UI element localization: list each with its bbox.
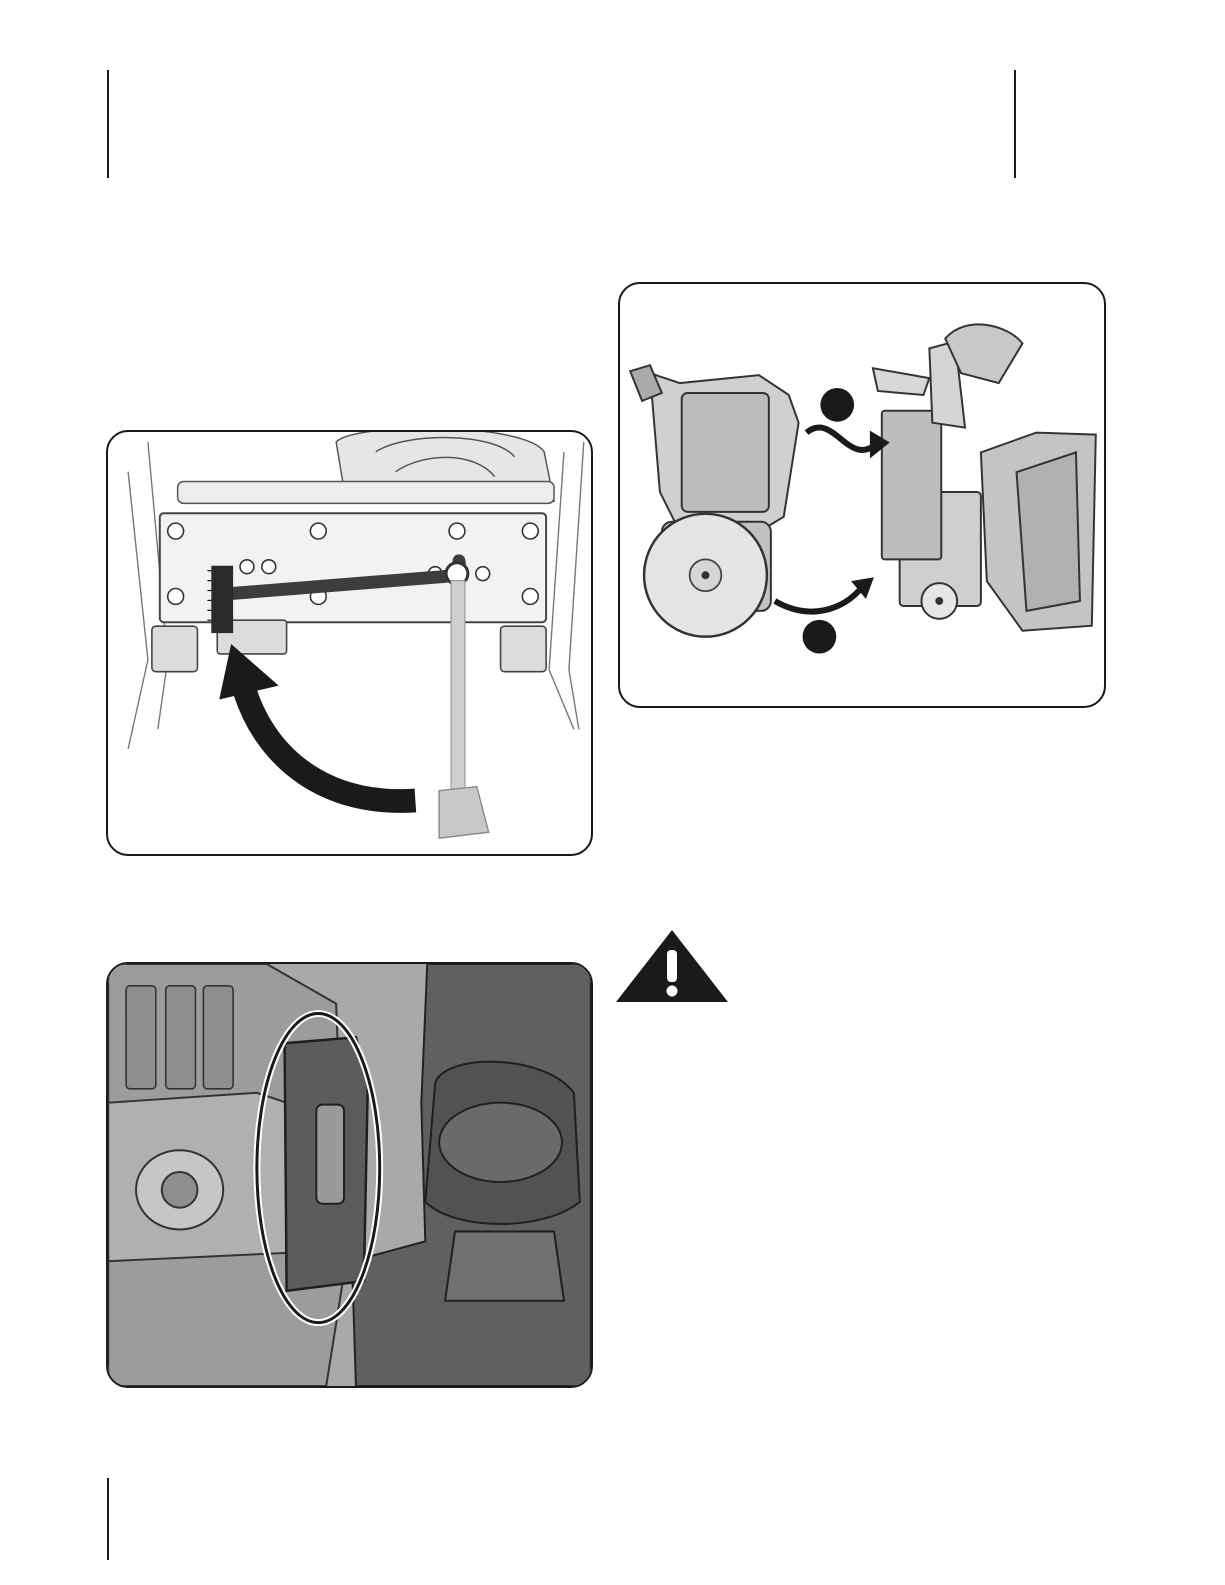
brush-icon: [211, 566, 233, 633]
arrow-icon: [807, 427, 876, 450]
arrow-icon: [775, 586, 863, 611]
chute-rod-figure: [106, 430, 593, 856]
chute-rod-illustration: [108, 432, 591, 854]
crop-rule-bottom-left: [107, 1478, 109, 1560]
arrow-icon: [245, 692, 415, 801]
numbered-callout-icon: [820, 388, 854, 422]
chute-detail-figure: [106, 962, 593, 1388]
numbered-callout-icon: [803, 620, 837, 654]
warning-triangle-icon: [614, 928, 730, 1004]
chute-detail-illustration: [108, 964, 591, 1386]
crop-rule-top-right: [1014, 70, 1016, 178]
crop-rule-top-left: [107, 70, 109, 178]
engine-housing-illustration: [620, 284, 1104, 706]
engine-housing-figure: [618, 282, 1106, 708]
